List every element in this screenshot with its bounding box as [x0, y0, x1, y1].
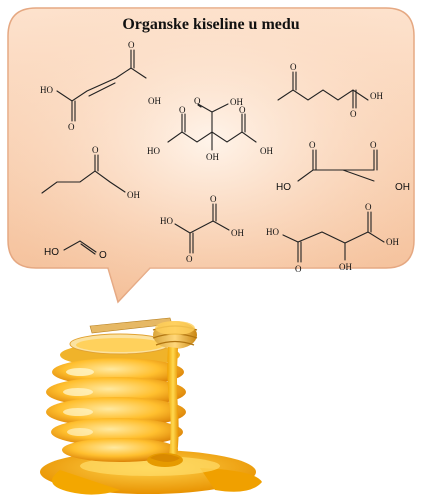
svg-text:O: O	[290, 62, 297, 72]
svg-text:O: O	[295, 264, 302, 274]
malonic-oh-label: OH	[395, 182, 410, 193]
malic-oh-bottom-label: OH	[339, 262, 352, 272]
oxalic-acid-structure: O O HO OH	[160, 194, 244, 264]
malonic-ho-label: HO	[276, 182, 291, 193]
svg-text:O: O	[128, 40, 135, 50]
oxalic-oh-label: OH	[231, 228, 244, 238]
honey-pot-illustration	[40, 317, 262, 495]
formic-o-label: O	[99, 250, 107, 261]
citric-oh-top-label: OH	[230, 97, 243, 107]
svg-text:O: O	[210, 194, 217, 204]
svg-text:O: O	[68, 122, 75, 132]
malic-oh-right-label: OH	[386, 237, 399, 247]
oxalic-ho-label: HO	[160, 216, 173, 226]
fumaric-oh-label: OH	[148, 96, 161, 106]
butyric-oh-label: OH	[127, 190, 140, 200]
fumaric-acid-structure: HO OH O O	[40, 40, 161, 132]
formic-acid-structure: HO O	[44, 240, 107, 261]
page-title: Organske kiseline u medu	[122, 16, 300, 33]
svg-text:O: O	[365, 202, 372, 212]
citric-oh-right-label: OH	[260, 146, 273, 156]
levulinic-oh-label: OH	[370, 91, 383, 101]
svg-text:O: O	[186, 254, 193, 264]
malic-acid-structure: O O HO OH OH	[266, 202, 399, 274]
levulinic-acid-structure: O O OH	[277, 62, 383, 119]
svg-text:O: O	[92, 145, 99, 155]
citric-acid-structure: O OH O O HO OH OH	[147, 96, 273, 162]
butyric-acid-structure: O OH	[41, 145, 140, 200]
svg-text:O: O	[370, 140, 377, 150]
svg-text:O: O	[194, 96, 201, 106]
svg-text:O: O	[179, 105, 186, 115]
svg-text:O: O	[239, 105, 246, 115]
citric-ho-left-label: HO	[147, 146, 160, 156]
fumaric-ho-label: HO	[40, 85, 53, 95]
malic-ho-label: HO	[266, 227, 279, 237]
svg-text:O: O	[309, 140, 316, 150]
citric-oh-bottom-label: OH	[206, 152, 219, 162]
svg-text:O: O	[350, 109, 357, 119]
malonic-acid-structure: O O HO OH	[276, 140, 410, 193]
formic-ho-label: HO	[44, 247, 59, 258]
